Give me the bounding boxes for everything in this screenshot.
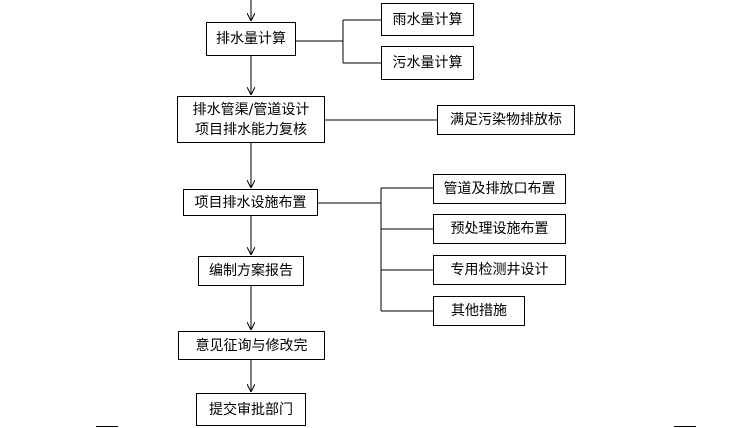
node-rain-calc-label: 雨水量计算 [392, 11, 463, 28]
node-pollutant-standard-label: 满足污染物排放标 [450, 112, 562, 128]
node-pipe-design-line2: 项目排水能力复核 [195, 121, 307, 138]
node-drainage-calc: 排水量计算 [206, 22, 296, 56]
page-corner-mark-right [674, 426, 696, 427]
node-pretreatment-layout-label: 预处理设施布置 [450, 221, 549, 237]
node-rain-calc: 雨水量计算 [381, 3, 474, 36]
node-other-measures: 其他措施 [433, 296, 525, 326]
node-consultation: 意见征询与修改完 [178, 331, 325, 360]
node-facility-layout: 项目排水设施布置 [183, 189, 318, 216]
node-outlet-layout: 管道及排放口布置 [433, 174, 566, 204]
node-pollutant-standard: 满足污染物排放标 [437, 105, 575, 135]
node-sewage-calc-label: 污水量计算 [392, 55, 463, 71]
node-inspection-well-label: 专用检测井设计 [450, 262, 549, 278]
node-scheme-report: 编制方案报告 [198, 256, 304, 286]
node-consultation-label: 意见征询与修改完 [195, 337, 308, 354]
node-pipe-design-line1: 排水管渠/管道设计 [192, 101, 310, 118]
node-other-measures-label: 其他措施 [451, 303, 507, 319]
node-submit-approval: 提交审批部门 [196, 393, 306, 426]
node-pipe-design: 排水管渠/管道设计 项目排水能力复核 [177, 96, 325, 143]
node-pretreatment-layout: 预处理设施布置 [433, 214, 566, 244]
node-inspection-well: 专用检测井设计 [433, 255, 566, 285]
node-scheme-report-label: 编制方案报告 [209, 263, 293, 279]
node-drainage-calc-label: 排水量计算 [216, 31, 286, 47]
node-facility-layout-label: 项目排水设施布置 [194, 194, 307, 211]
node-submit-approval-label: 提交审批部门 [209, 401, 293, 418]
page-corner-mark-left [96, 426, 118, 427]
node-outlet-layout-label: 管道及排放口布置 [443, 181, 556, 197]
node-sewage-calc: 污水量计算 [381, 46, 474, 80]
